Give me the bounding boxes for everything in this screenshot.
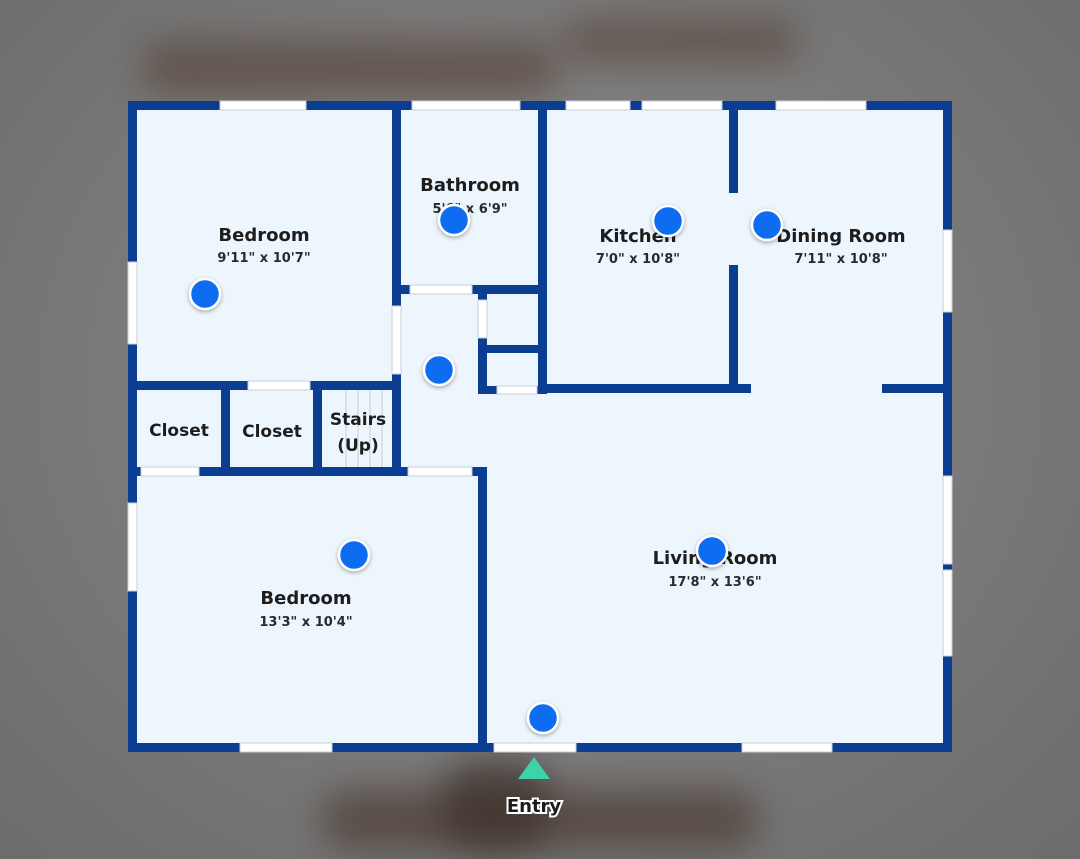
- room-name-stairs-direction: (Up): [337, 436, 379, 456]
- location-pin-entry[interactable]: [526, 701, 560, 735]
- entry-label: Entry: [507, 796, 562, 817]
- room-dims-kitchen: 7'0" x 10'8": [596, 252, 680, 267]
- room-dims-bedroom: 9'11" x 10'7": [217, 251, 310, 266]
- room-name-dining-room: Dining Room: [776, 226, 905, 247]
- windows: [127, 100, 953, 753]
- room-name-bathroom: Bathroom: [420, 175, 520, 196]
- room-dims-bedroom: 13'3" x 10'4": [259, 615, 352, 630]
- location-pin-kitchen[interactable]: [651, 204, 685, 238]
- location-pin-bedroom[interactable]: [337, 538, 371, 572]
- location-pin-dining-room[interactable]: [750, 208, 784, 242]
- entry-arrow-icon[interactable]: [518, 757, 550, 779]
- location-pin-bathroom[interactable]: [437, 203, 471, 237]
- location-pin-bedroom[interactable]: [188, 277, 222, 311]
- location-pin-living-room[interactable]: [695, 534, 729, 568]
- room-name-bedroom: Bedroom: [218, 225, 309, 246]
- background-blur-shape: [140, 40, 560, 95]
- stairs-treads: [345, 390, 383, 467]
- room-name-bedroom: Bedroom: [260, 588, 351, 609]
- room-dims-living-room: 17'8" x 13'6": [668, 575, 761, 590]
- room-dims-dining-room: 7'11" x 10'8": [794, 252, 887, 267]
- background-blur-shape: [560, 18, 800, 63]
- room-name-stairs: Stairs: [330, 410, 386, 430]
- room-name-closet: Closet: [149, 421, 209, 441]
- location-pin-hallway[interactable]: [422, 353, 456, 387]
- room-name-closet: Closet: [242, 422, 302, 442]
